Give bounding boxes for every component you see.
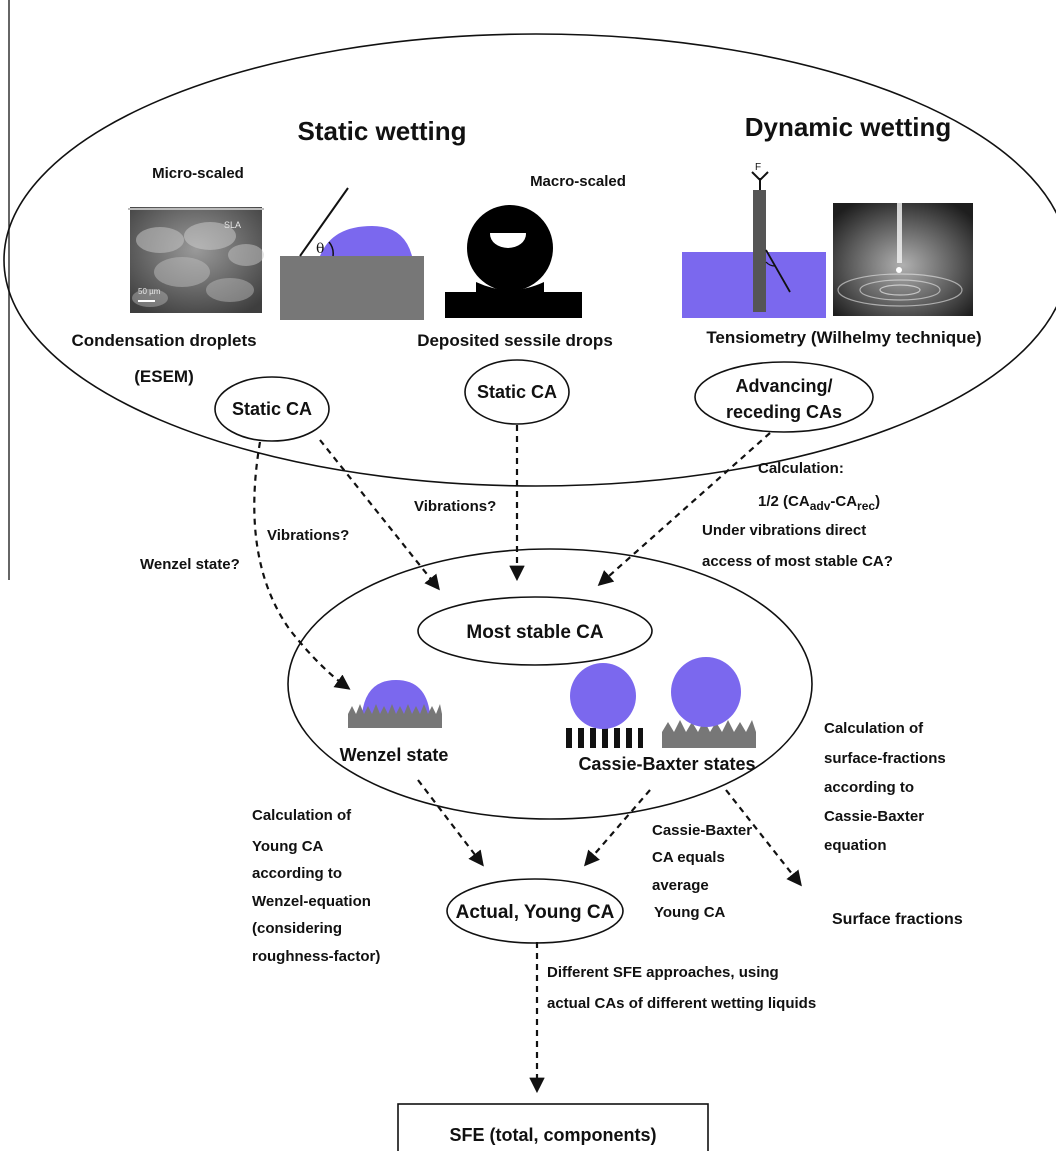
sessile-label: Deposited sessile drops: [417, 331, 613, 350]
surface-calc-text: Calculation of surface-fractions accordi…: [824, 720, 946, 854]
sfe-approaches-line2: actual CAs of different wetting liquids: [547, 995, 816, 1012]
advancing-line2: receding CAs: [726, 402, 842, 422]
tensiometry-label: Tensiometry (Wilhelmy technique): [706, 328, 981, 347]
most-stable-ca-oval: [417, 596, 653, 666]
young-calc-line6: roughness-factor): [252, 948, 380, 965]
young-calc-line1: Calculation of: [252, 807, 352, 824]
calculation-label: Calculation:: [758, 460, 844, 477]
vibrations-direct-line2: access of most stable CA?: [702, 553, 893, 570]
advancing-receding-oval: [694, 361, 874, 433]
vibrations-direct-line1: Under vibrations direct: [702, 522, 866, 539]
cassie-baxter-rough-sketch: [662, 657, 756, 748]
surface-fractions-label: Surface fractions: [832, 911, 963, 928]
arrow-static-to-stable: [319, 439, 440, 591]
cassie-equals-line4: Young CA: [654, 904, 726, 921]
surface-calc-line4: Cassie-Baxter: [824, 808, 924, 825]
arrow-cassie-to-surface: [725, 789, 802, 887]
surface-calc-line5: equation: [824, 837, 887, 854]
wetting-methods-ellipse: [3, 33, 1056, 487]
static-ca-mid-text: Static CA: [477, 382, 557, 402]
sem-label: SLA: [224, 220, 241, 230]
wilhelmy-sketch: F: [682, 162, 826, 318]
surface-calc-line2: surface-fractions: [824, 750, 946, 767]
micro-scaled-label: Micro-scaled: [152, 165, 244, 182]
cassie-equals-text: Cassie-Baxter CA equals average Young CA: [652, 822, 752, 921]
sessile-drop-photo: [445, 205, 582, 318]
wenzel-state-label: Wenzel state: [340, 745, 449, 765]
sfe-approaches-line1: Different SFE approaches, using: [547, 964, 779, 981]
dynamic-wetting-title: Dynamic wetting: [745, 112, 952, 142]
young-calc-line2: Young CA: [252, 838, 324, 855]
actual-young-ca-text: Actual, Young CA: [456, 902, 615, 923]
cassie-baxter-label: Cassie-Baxter states: [578, 754, 755, 774]
vibrations-mid-label: Vibrations?: [414, 498, 496, 515]
sem-scale-text: 50 µm: [138, 287, 161, 296]
tensiometry-photo: [833, 203, 973, 316]
cassie-equals-line2: CA equals: [652, 849, 725, 866]
sfe-box-text: SFE (total, components): [450, 1125, 657, 1145]
arrow-cassie-to-young: [583, 789, 651, 867]
surface-calc-line1: Calculation of: [824, 720, 924, 737]
arrow-wenzel-to-young: [417, 779, 484, 867]
actual-young-ca-oval: [446, 878, 624, 944]
surface-calc-line3: according to: [824, 779, 914, 796]
theta-symbol: θ: [316, 241, 324, 257]
static-ca-left-text: Static CA: [232, 399, 312, 419]
wenzel-state-question: Wenzel state?: [140, 556, 240, 573]
formula-label: 1/2 (CAadv-CArec): [758, 493, 880, 513]
young-calc-text: Calculation of Young CA according to Wen…: [252, 807, 380, 965]
young-calc-line4: Wenzel-equation: [252, 893, 371, 910]
advancing-line1: Advancing/: [735, 376, 832, 396]
wenzel-state-sketch: [348, 680, 442, 728]
arrow-advancing-to-stable: [597, 432, 771, 587]
young-calc-line5: (considering: [252, 920, 342, 937]
condensation-label-line1: Condensation droplets: [71, 331, 256, 350]
cassie-equals-line1: Cassie-Baxter: [652, 822, 752, 839]
condensation-label-line2: (ESEM): [134, 367, 194, 386]
arrow-static-to-wenzel: [253, 441, 351, 690]
force-label: F: [755, 162, 761, 173]
static-ca-oval-left: [214, 376, 330, 442]
contact-angle-sketch: θ: [280, 187, 424, 320]
vibrations-left-label: Vibrations?: [267, 527, 349, 544]
cassie-equals-line3: average: [652, 877, 709, 894]
static-wetting-title: Static wetting: [297, 116, 466, 146]
static-ca-oval-mid: [464, 359, 570, 425]
most-stable-ca-text: Most stable CA: [466, 622, 604, 643]
most-stable-ellipse: [287, 548, 813, 820]
cassie-baxter-pillars-sketch: [566, 663, 643, 748]
sfe-box: [397, 1103, 709, 1151]
macro-scaled-label: Macro-scaled: [530, 173, 626, 190]
esem-micrograph: SLA 50 µm: [128, 207, 264, 313]
young-calc-line3: according to: [252, 865, 342, 882]
